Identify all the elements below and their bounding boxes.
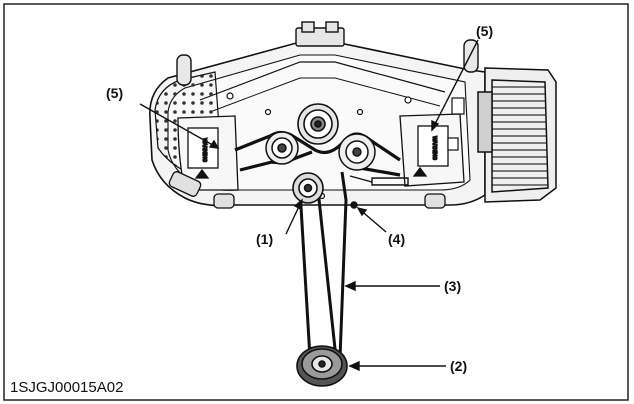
callout-1: (1) xyxy=(256,231,273,247)
right-spindle-panel: WARNING xyxy=(399,113,465,187)
callout-2: (2) xyxy=(450,358,467,374)
drive-belt xyxy=(298,171,348,359)
engine-pulley xyxy=(296,345,348,387)
left-spindle-pulley xyxy=(265,131,299,165)
callout-3: (3) xyxy=(444,278,461,294)
callout-5-right: (5) xyxy=(476,23,493,39)
figure-border xyxy=(3,3,629,401)
top-bracket xyxy=(295,21,345,47)
callout-4: (4) xyxy=(388,231,405,247)
leader-lines xyxy=(139,39,479,372)
right-decal-text: WARNING xyxy=(431,136,437,160)
tension-spring xyxy=(349,175,409,209)
deck-wheels xyxy=(168,171,446,209)
idler-pulley xyxy=(292,172,324,204)
callout-5-left: (5) xyxy=(106,85,123,101)
left-decal-text: WARNING xyxy=(201,138,207,162)
figure-code: 1SJGJ00015A02 xyxy=(10,379,123,396)
deck-hardware xyxy=(226,92,465,200)
right-spindle-pulley xyxy=(338,133,376,171)
center-spindle-pulley xyxy=(297,103,339,145)
discharge-chute xyxy=(477,67,557,203)
